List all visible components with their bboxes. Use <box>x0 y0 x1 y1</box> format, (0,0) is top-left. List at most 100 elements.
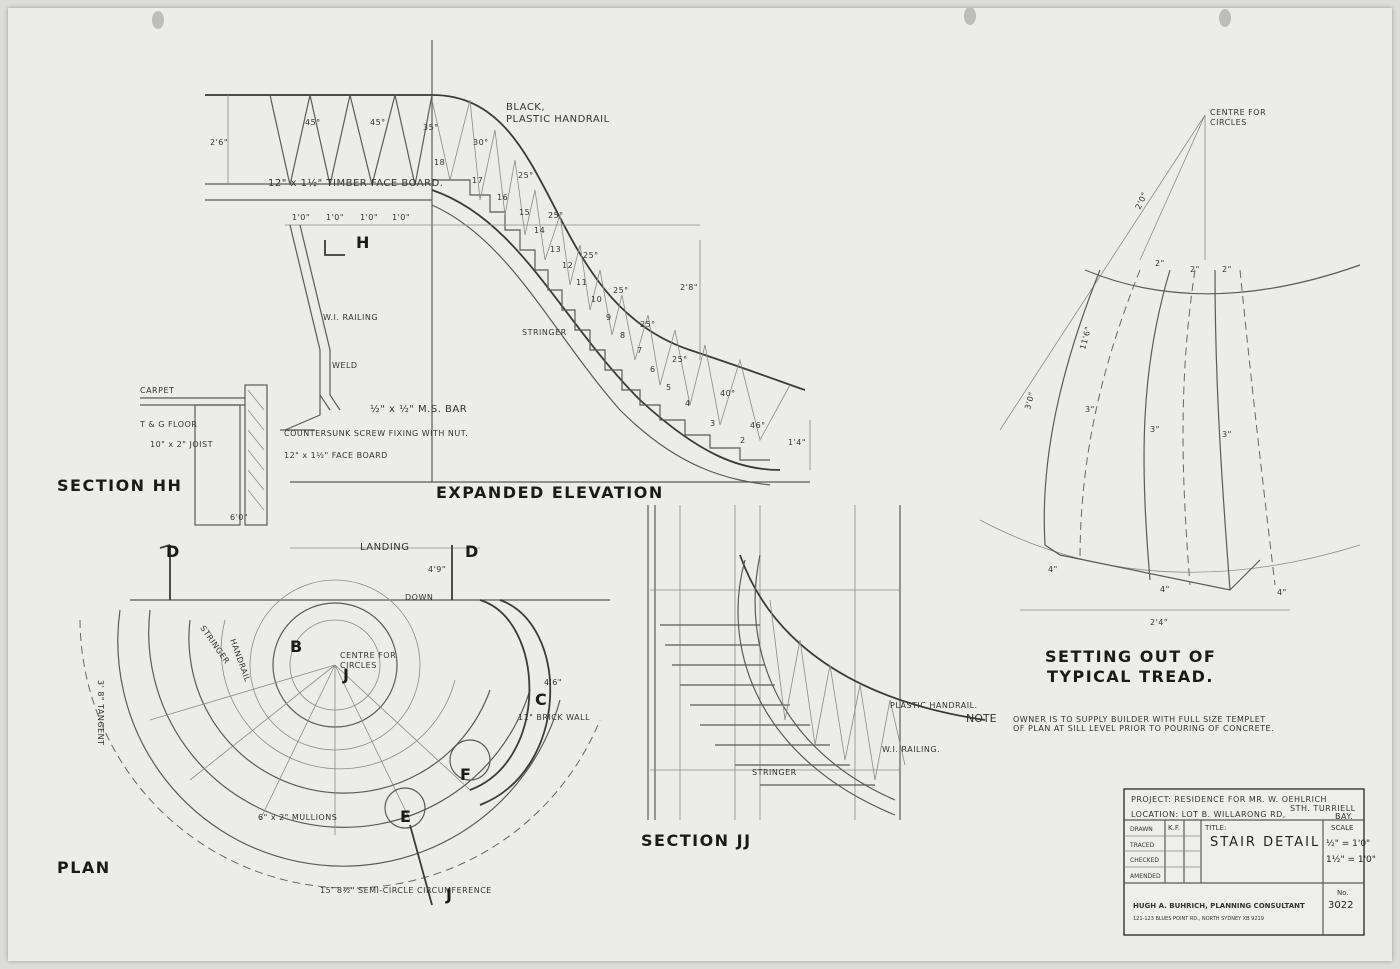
traced-label: TRACED <box>1129 842 1155 849</box>
angle-label: 25° <box>583 251 599 260</box>
dimension: 4'6" <box>544 678 562 687</box>
step-number: 14 <box>534 226 545 235</box>
punch-hole <box>964 8 976 25</box>
title-block: PROJECT: RESIDENCE FOR MR. W. OEHLRICH L… <box>1123 788 1376 936</box>
label-plastic-handrail-jj: PLASTIC HANDRAIL. <box>890 701 978 710</box>
label-landing: LANDING <box>360 542 410 553</box>
dimension: 3" <box>1085 405 1095 414</box>
step-number: 7 <box>637 346 643 355</box>
expanded-elevation: BLACK, PLASTIC HANDRAIL 12" x 1½" TIMBER… <box>205 40 811 502</box>
label-centre-for-circles: CENTRE FOR <box>340 651 396 660</box>
note: NOTE OWNER IS TO SUPPLY BUILDER WITH FUL… <box>966 712 1274 733</box>
step-number: 16 <box>497 193 508 202</box>
label-tg-floor: T & G FLOOR <box>139 420 197 429</box>
label-joist: 10" x 2" JOIST <box>150 440 213 449</box>
label-tread-centre: CENTRE FOR <box>1210 108 1266 117</box>
step-number: 13 <box>550 245 561 254</box>
dimension: 2'6" <box>210 138 228 147</box>
consultant: HUGH A. BUHRICH, PLANNING CONSULTANT <box>1133 902 1305 910</box>
plan: LANDING DOWN CENTRE FOR CIRCLES HANDRAIL… <box>57 513 610 906</box>
dimension: 3" <box>1150 425 1160 434</box>
step-number: 8 <box>620 331 626 340</box>
step-number: 10 <box>591 295 602 304</box>
scale-value-2: 1½" = 1'0" <box>1326 855 1376 865</box>
dimension: 1'0" <box>292 213 310 222</box>
title-section-hh: SECTION HH <box>57 476 182 495</box>
amended-label: AMENDED <box>1130 873 1161 880</box>
step-number: 18 <box>434 158 445 167</box>
project-field: PROJECT: RESIDENCE FOR MR. W. OEHLRICH <box>1131 795 1327 804</box>
angle-label: 25° <box>518 171 534 180</box>
step-number: 15 <box>519 208 530 217</box>
punch-hole <box>152 11 164 29</box>
step-number: 2 <box>740 436 746 445</box>
label-handrail: HANDRAIL <box>228 638 252 684</box>
section-hh: W.I. RAILING WELD ½" x ½" M.S. BAR COUNT… <box>57 313 468 526</box>
dimension: 4" <box>1277 588 1287 597</box>
dimension: 11'6" <box>1078 325 1093 350</box>
angle-label: 25° <box>640 320 656 329</box>
angle-label: 40° <box>720 389 736 398</box>
step-number: 4 <box>685 399 691 408</box>
title-setting-out: SETTING OUT OF <box>1045 647 1216 666</box>
drawing-sheet: BLACK, PLASTIC HANDRAIL 12" x 1½" TIMBER… <box>8 8 1392 961</box>
label-wi-railing: W.I. RAILING <box>323 313 378 322</box>
note-line-2: OF PLAN AT SILL LEVEL PRIOR TO POURING O… <box>1013 724 1274 733</box>
dimension: 2" <box>1155 259 1165 268</box>
label-stringer-jj: STRINGER <box>752 768 797 777</box>
label-brick-wall: 11" BRICK WALL <box>518 713 590 722</box>
note-label: NOTE <box>966 712 997 725</box>
title-typical-tread: TYPICAL TREAD. <box>1047 667 1214 686</box>
angle-label: 25° <box>548 211 564 220</box>
angle-label: 25° <box>672 355 688 364</box>
dimension: 2" <box>1222 265 1232 274</box>
section-marker-h: H <box>356 233 371 252</box>
step-number: 5 <box>666 383 672 392</box>
angle-label: 25° <box>613 286 629 295</box>
label-face-board: 12" x 1½" FACE BOARD <box>284 451 388 460</box>
section-marker-d: D <box>465 542 480 561</box>
section-marker-j: J <box>445 885 453 904</box>
scale-value-1: ½" = 1'0" <box>1326 839 1370 849</box>
label-down: DOWN <box>405 593 433 602</box>
label-timber-face-board: 12" x 1½" TIMBER FACE BOARD. <box>268 177 443 189</box>
section-marker-e: E <box>400 807 412 826</box>
title-plan: PLAN <box>57 858 111 877</box>
label-weld: WELD <box>332 361 358 370</box>
dimension: 2" <box>1190 265 1200 274</box>
dimension: 4" <box>1160 585 1170 594</box>
label-black-handrail: BLACK, <box>506 102 545 113</box>
dimension: 2'4" <box>1150 618 1168 627</box>
step-number: 6 <box>650 365 656 374</box>
dimension: 2'0" <box>1134 191 1150 211</box>
dimension: 1'0" <box>392 213 410 222</box>
label-tangent: 3' 8" TANGENT <box>96 680 105 746</box>
consultant-address: 121-123 BLUES POINT RD., NORTH SYDNEY XB… <box>1133 916 1264 922</box>
label-circles: CIRCLES <box>340 661 377 670</box>
dimension: 2'8" <box>680 283 698 292</box>
checked-label: CHECKED <box>1130 857 1159 864</box>
dimension: 6'0" <box>230 513 248 522</box>
setting-out-tread: CENTRE FOR CIRCLES 2'0" 2" 2" 2" 3'0" 11… <box>979 108 1361 686</box>
section-marker-j: J <box>342 665 350 684</box>
angle-label: 45° <box>370 118 386 127</box>
angle-label: 35° <box>423 123 439 132</box>
dimension: 1'0" <box>326 213 344 222</box>
step-number: 11 <box>576 278 587 287</box>
step-number: 9 <box>606 313 612 322</box>
label-circumference: 15' 8½" SEMI-CIRCLE CIRCUMFERENCE <box>320 886 492 895</box>
dimension: 4" <box>1048 565 1058 574</box>
section-jj: PLASTIC HANDRAIL. W.I. RAILING. STRINGER… <box>641 505 986 850</box>
dimension: 3" <box>1222 430 1232 439</box>
drawn-label: DRAWN <box>1130 826 1153 833</box>
angle-label: 46° <box>750 421 766 430</box>
note-line-1: OWNER IS TO SUPPLY BUILDER WITH FULL SIZ… <box>1013 715 1266 724</box>
drawing-title: STAIR DETAIL <box>1210 835 1320 850</box>
label-countersunk-screw: COUNTERSUNK SCREW FIXING WITH NUT. <box>284 429 468 438</box>
label-stringer: STRINGER <box>522 328 567 337</box>
location-field-2: STH. TURRIELL <box>1290 804 1356 813</box>
drawn-by: K.F. <box>1168 824 1180 832</box>
punch-hole <box>1219 9 1231 27</box>
angle-label: 45° <box>305 118 321 127</box>
section-marker-f: F <box>460 765 472 784</box>
